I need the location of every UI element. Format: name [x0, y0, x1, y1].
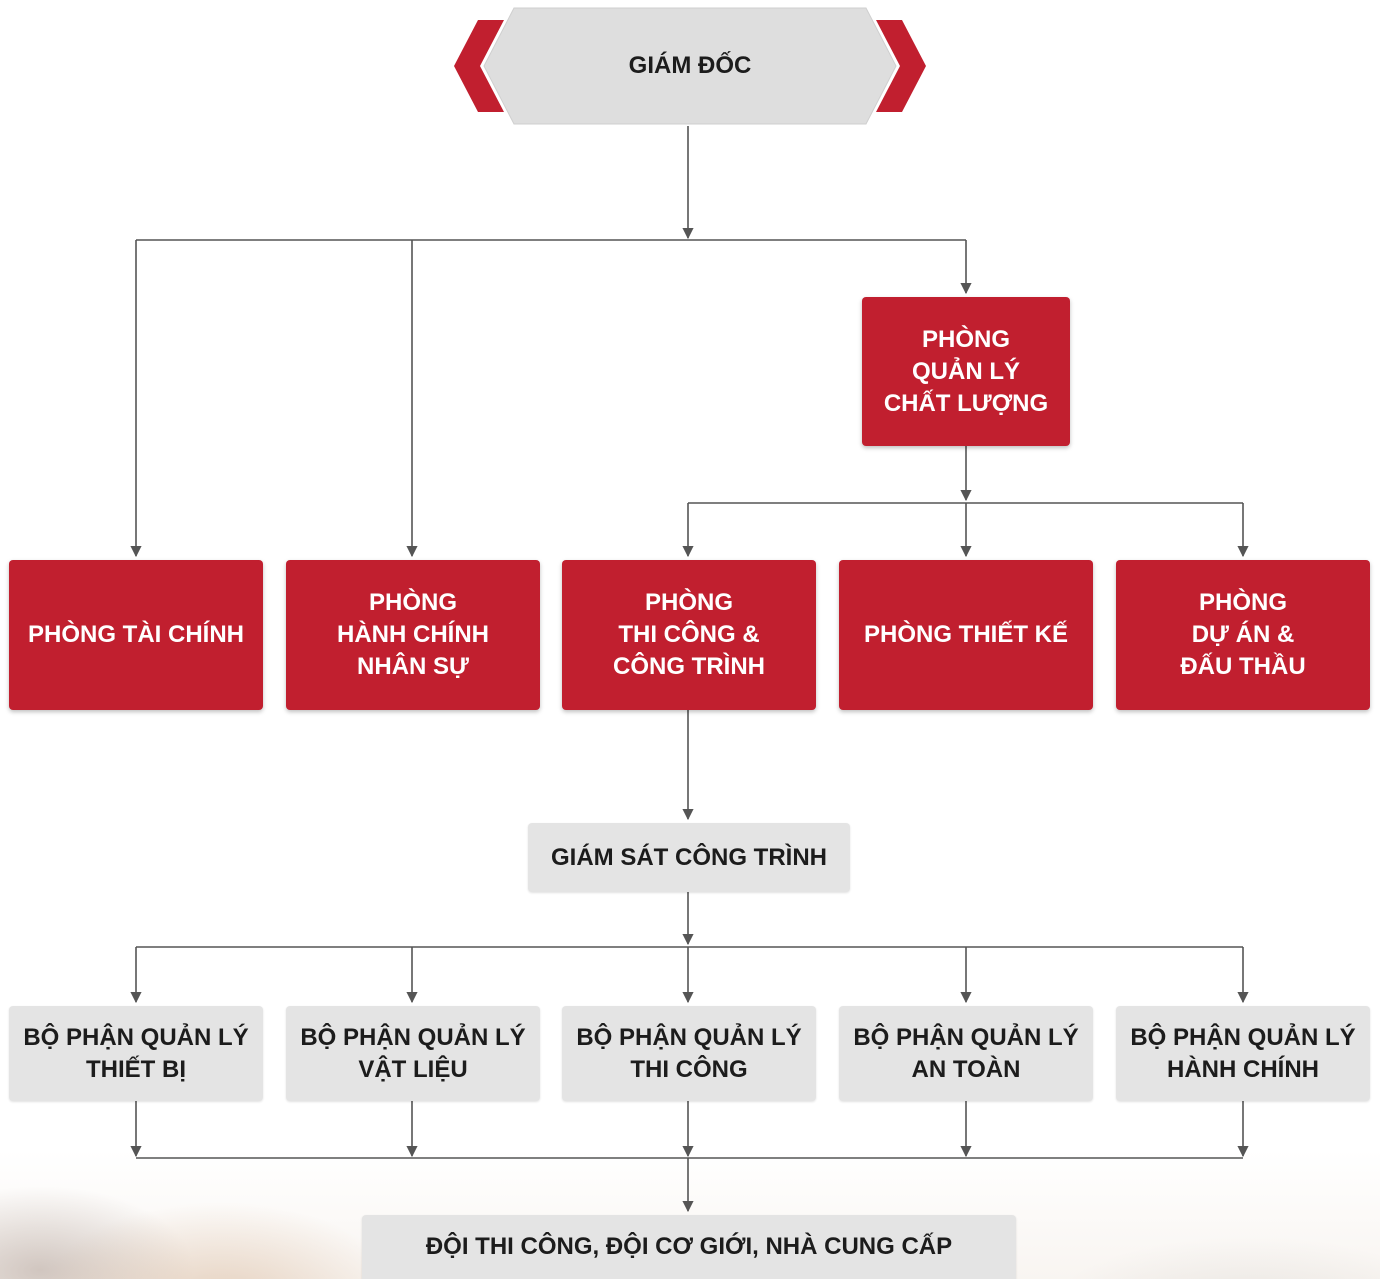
teams-label: ĐỘI THI CÔNG, ĐỘI CƠ GIỚI, NHÀ CUNG CẤP	[425, 1233, 953, 1260]
unit-equipment-box: BỘ PHẬN QUẢN LÝ THIẾT BỊ	[9, 1006, 263, 1101]
unit-administration-label: BỘ PHẬN QUẢN LÝ HÀNH CHÍNH	[1130, 1023, 1356, 1083]
unit-construction-label: BỘ PHẬN QUẢN LÝ THI CÔNG	[576, 1023, 802, 1083]
director-shape	[454, 7, 926, 125]
dept-design-box: PHÒNG THIẾT KẾ	[839, 560, 1093, 710]
dept-admin-hr-label: PHÒNG HÀNH CHÍNH NHÂN SỰ	[337, 589, 489, 680]
dept-finance-label: PHÒNG TÀI CHÍNH	[28, 621, 244, 648]
supervision-box: GIÁM SÁT CÔNG TRÌNH	[528, 823, 850, 892]
unit-administration-box: BỘ PHẬN QUẢN LÝ HÀNH CHÍNH	[1116, 1006, 1370, 1101]
unit-materials-box: BỘ PHẬN QUẢN LÝ VẬT LIỆU	[286, 1006, 540, 1101]
dept-construction-box: PHÒNG THI CÔNG & CÔNG TRÌNH	[562, 560, 816, 710]
unit-construction-box: BỘ PHẬN QUẢN LÝ THI CÔNG	[562, 1006, 816, 1101]
dept-construction-label: PHÒNG THI CÔNG & CÔNG TRÌNH	[613, 589, 765, 680]
dept-admin-hr-box: PHÒNG HÀNH CHÍNH NHÂN SỰ	[286, 560, 540, 710]
director-title: GIÁM ĐỐC	[628, 52, 752, 79]
dept-design-label: PHÒNG THIẾT KẾ	[863, 621, 1068, 648]
supervision-label: GIÁM SÁT CÔNG TRÌNH	[551, 843, 827, 871]
dept-finance-box: PHÒNG TÀI CHÍNH	[9, 560, 263, 710]
director-node: GIÁM ĐỐC	[452, 6, 928, 130]
teams-box: ĐỘI THI CÔNG, ĐỘI CƠ GIỚI, NHÀ CUNG CẤP	[362, 1215, 1016, 1279]
dept-projects-label: PHÒNG DỰ ÁN & ĐẤU THẦU	[1180, 589, 1306, 680]
unit-safety-box: BỘ PHẬN QUẢN LÝ AN TOÀN	[839, 1006, 1093, 1101]
unit-materials-label: BỘ PHẬN QUẢN LÝ VẬT LIỆU	[300, 1023, 526, 1083]
unit-safety-label: BỘ PHẬN QUẢN LÝ AN TOÀN	[853, 1023, 1079, 1083]
dept-projects-box: PHÒNG DỰ ÁN & ĐẤU THẦU	[1116, 560, 1370, 710]
quality-dept-label: PHÒNG QUẢN LÝ CHẤT LƯỢNG	[883, 325, 1049, 417]
quality-dept-box: PHÒNG QUẢN LÝ CHẤT LƯỢNG	[862, 297, 1070, 446]
unit-equipment-label: BỘ PHẬN QUẢN LÝ THIẾT BỊ	[23, 1023, 249, 1083]
